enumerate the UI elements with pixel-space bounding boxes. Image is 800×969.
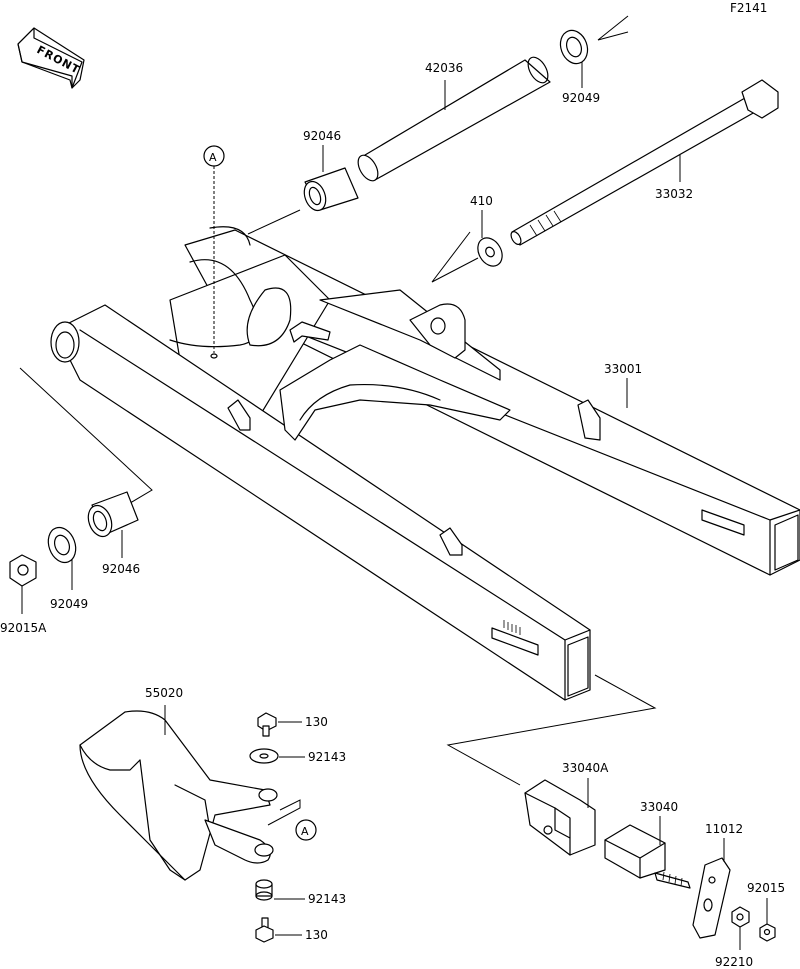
label-33040: 33040 <box>640 800 678 814</box>
part-33001: 33001 <box>604 362 642 408</box>
label-33032: 33032 <box>655 187 693 201</box>
label-92015: 92015 <box>747 881 785 895</box>
label-92015A: 92015A <box>0 621 47 635</box>
part-92015A: 92015A <box>0 554 47 635</box>
label-130-top: 130 <box>305 715 328 729</box>
label-92049-left: 92049 <box>50 597 88 611</box>
label-92143-top: 92143 <box>308 750 346 764</box>
part-42036: 42036 <box>357 56 551 182</box>
label-92046-top: 92046 <box>303 129 341 143</box>
label-92143-bottom: 92143 <box>308 892 346 906</box>
part-33032: 33032 <box>510 79 779 246</box>
part-33040A: 33040A <box>524 761 609 856</box>
label-130-bottom: 130 <box>305 928 328 942</box>
part-92049-left: 92049 <box>47 526 88 611</box>
part-11012: 11012 <box>692 822 743 939</box>
part-55020: 55020 <box>79 686 278 881</box>
part-92046-top: 92046 <box>247 129 359 235</box>
figure-code: F2141 <box>730 1 767 15</box>
part-92143-bottom: 92143 <box>255 879 346 906</box>
part-92049-top: 92049 <box>559 15 629 105</box>
svg-text:A: A <box>301 825 309 838</box>
part-130-top: 130 <box>257 712 328 737</box>
part-92143-top: 92143 <box>249 748 346 764</box>
label-33040A: 33040A <box>562 761 609 775</box>
label-92046-left: 92046 <box>102 562 140 576</box>
part-92015: 92015 <box>747 881 785 942</box>
part-92046-left: 92046 <box>87 491 140 576</box>
ref-mark-bottom: A <box>267 799 317 841</box>
ref-mark-top: A <box>203 145 225 353</box>
part-92210: 92210 <box>715 906 753 969</box>
swingarm <box>50 226 800 701</box>
label-55020: 55020 <box>145 686 183 700</box>
label-92049-top: 92049 <box>562 91 600 105</box>
label-11012: 11012 <box>705 822 743 836</box>
part-33040: 33040 <box>604 800 691 889</box>
label-33001: 33001 <box>604 362 642 376</box>
label-410: 410 <box>470 194 493 208</box>
front-arrow-icon: FRONT <box>17 27 85 89</box>
label-42036: 42036 <box>425 61 463 75</box>
part-410: 410 <box>431 194 503 283</box>
label-92210: 92210 <box>715 955 753 969</box>
svg-text:A: A <box>209 151 217 164</box>
part-130-bottom: 130 <box>255 917 328 943</box>
